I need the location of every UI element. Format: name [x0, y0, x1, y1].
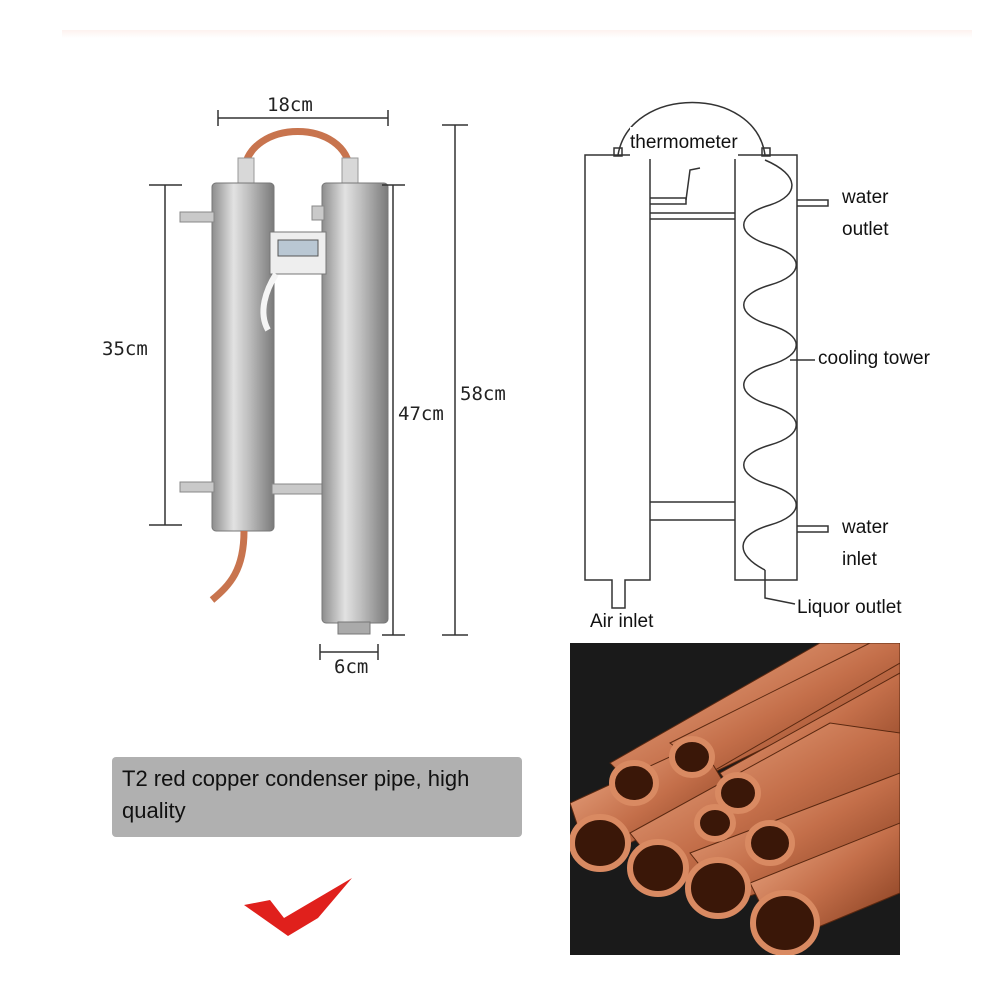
copper-arc: [240, 128, 354, 173]
base-width-label: 6cm: [334, 656, 369, 678]
water-outlet-label: water outlet: [842, 187, 889, 240]
thermometer-label: thermometer: [630, 127, 738, 159]
caption-box: T2 red copper condenser pipe, high quali…: [112, 757, 522, 837]
left-height-label: 35cm: [102, 338, 148, 360]
cooling-tower-label: cooling tower: [818, 348, 930, 369]
top-divider: [62, 30, 972, 38]
air-inlet-label: Air inlet: [590, 611, 654, 632]
water-inlet-label: water inlet: [842, 517, 889, 570]
copper-pipes-illustration: [570, 643, 900, 955]
schematic-diagram: [584, 101, 829, 609]
left-tube: [211, 182, 275, 532]
checkmark-icon: [244, 878, 352, 936]
top-width-label: 18cm: [267, 94, 313, 116]
liquor-outlet-label: Liquor outlet: [797, 597, 902, 618]
caption-text: T2 red copper condenser pipe, high quali…: [122, 766, 470, 823]
right-height-label: 47cm: [398, 403, 444, 425]
total-height-label: 58cm: [460, 383, 506, 405]
copper-pipes-photo: [570, 643, 900, 955]
right-tube: [321, 182, 389, 624]
dimension-lines: [149, 110, 468, 660]
